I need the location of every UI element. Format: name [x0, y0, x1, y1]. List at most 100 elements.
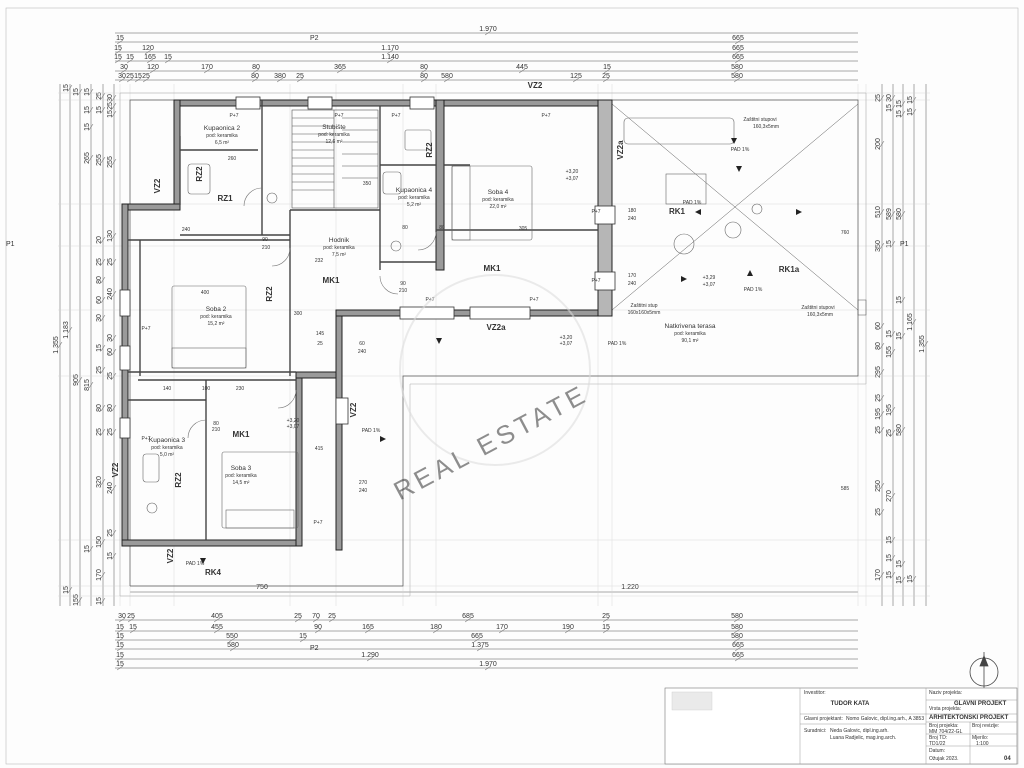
- dimension-label: 580: [227, 642, 239, 649]
- dimension-label: 240: [107, 482, 114, 494]
- dimension-label: 25: [886, 429, 893, 437]
- dimension-tick: [126, 58, 134, 64]
- dimension-label: 25: [328, 613, 336, 620]
- dimension-tick: [879, 322, 885, 330]
- annotation-label: 350: [363, 181, 372, 187]
- dimension-label: 665: [732, 54, 744, 61]
- company-logo: [671, 691, 713, 711]
- annotation-label: P+7: [313, 520, 322, 526]
- dimension-label: 25: [126, 73, 134, 80]
- dimension-tick: [734, 646, 742, 652]
- dimension-tick: [100, 404, 106, 412]
- annotation-label: 160x160x5mm: [628, 310, 661, 316]
- room-floor: pod: keramika: [318, 132, 350, 138]
- dimension-tick: [118, 77, 126, 83]
- dimension-tick: [294, 617, 302, 623]
- tb-number: MM 704/22-GL: [929, 729, 963, 735]
- dimension-label: 15: [63, 84, 70, 92]
- dimension-tick: [879, 410, 885, 418]
- dimension-label: 15: [896, 100, 903, 108]
- room-name: Soba 2: [206, 306, 227, 313]
- dimension-tick: [111, 158, 117, 166]
- dimension-tick: [890, 571, 896, 579]
- dimension-tick: [923, 340, 929, 348]
- dimension-label: 60: [96, 296, 103, 304]
- dimension-tick: [228, 637, 236, 643]
- dimension-tick: [127, 617, 135, 623]
- dimension-tick: [67, 586, 73, 594]
- dimension-tick: [484, 30, 492, 36]
- dimension-label: 25: [294, 613, 302, 620]
- room-area: 15,2 m²: [208, 321, 225, 327]
- dimension-label: 25: [107, 529, 114, 537]
- dimension-label: 15: [84, 545, 91, 553]
- room-area: 6,5 m²: [215, 140, 230, 146]
- dimension-label: 295: [875, 366, 882, 378]
- dimension-label: 15: [116, 633, 124, 640]
- dimension-tick: [733, 637, 741, 643]
- dimension-label: 25: [107, 102, 114, 110]
- dimension-tick: [111, 232, 117, 240]
- dimension-tick: [111, 110, 117, 118]
- dimension-tick: [129, 628, 137, 634]
- dimension-tick: [900, 576, 906, 584]
- annotation-label: P+7: [391, 113, 400, 119]
- dimension-tick: [733, 628, 741, 634]
- construction-tag: VZ2: [153, 178, 162, 193]
- annotation-label: PAD 1%: [744, 287, 763, 293]
- dimension-tick: [88, 545, 94, 553]
- room-floor: pod: keramika: [151, 445, 183, 451]
- annotation-label: 170: [628, 273, 637, 279]
- dimension-label: 15: [84, 106, 91, 114]
- dimension-label: 25: [875, 94, 882, 102]
- dimension-label: 25: [96, 428, 103, 436]
- dimension-label: 15: [886, 554, 893, 562]
- construction-tag: RZ2: [195, 166, 204, 182]
- room-floor: pod: keramika: [398, 195, 430, 201]
- dimension-label: 200: [875, 138, 882, 150]
- annotation-label: 160,3x5mm: [753, 124, 779, 130]
- room-area: 5,0 m²: [160, 452, 175, 458]
- dimension-tick: [911, 318, 917, 326]
- annotation-label: 300: [294, 311, 303, 317]
- annotation-label: 230: [236, 386, 245, 392]
- dimension-label: 80: [251, 73, 259, 80]
- dimension-tick: [890, 492, 896, 500]
- dimension-label: 320: [96, 476, 103, 488]
- construction-tag: RZ2: [425, 142, 434, 158]
- annotation-label: 145: [316, 331, 325, 337]
- dimension-tick: [911, 108, 917, 116]
- dimension-label: 25: [602, 613, 610, 620]
- dimension-tick: [114, 49, 122, 55]
- dimension-label: 665: [732, 35, 744, 42]
- dimension-label: 195: [875, 408, 882, 420]
- annotation-label: +3,07: [703, 282, 716, 288]
- dimension-label: 15: [299, 633, 307, 640]
- room-area: 5,2 m²: [407, 202, 422, 208]
- annotations: PAD 1%PAD 1%PAD 1%PAD 1%PAD 1%PAD 1%Zašt…: [141, 113, 849, 567]
- construction-tag: VZ2a: [616, 140, 625, 160]
- dimension-tick: [118, 617, 126, 623]
- dimension-tick: [142, 77, 150, 83]
- dimension-tick: [116, 665, 124, 671]
- dimension-label: 15: [96, 344, 103, 352]
- dimension-tick: [276, 77, 284, 83]
- dimension-label: 80: [96, 404, 103, 412]
- dimension-label: 1.220: [621, 584, 639, 591]
- dimension-label: 15: [84, 123, 91, 131]
- tb-office: Nomo Galovic, dipl.ing.arh., A 3853: [846, 716, 924, 722]
- dimension-tick: [299, 637, 307, 643]
- dimension-tick: [733, 617, 741, 623]
- dimension-tick: [213, 628, 221, 634]
- dimension-label: 580: [441, 73, 453, 80]
- construction-tag: RK4: [205, 568, 222, 577]
- dimension-tick: [890, 330, 896, 338]
- room-floor: pod: keramika: [674, 331, 706, 337]
- dimension-label: 15: [116, 652, 124, 659]
- tb-sheet-number: 04: [1004, 756, 1011, 762]
- dimension-label: 15: [896, 560, 903, 568]
- room-area: 14,5 m²: [233, 480, 250, 486]
- dimension-label: 25: [602, 73, 610, 80]
- dimension-label: 1.970: [479, 26, 497, 33]
